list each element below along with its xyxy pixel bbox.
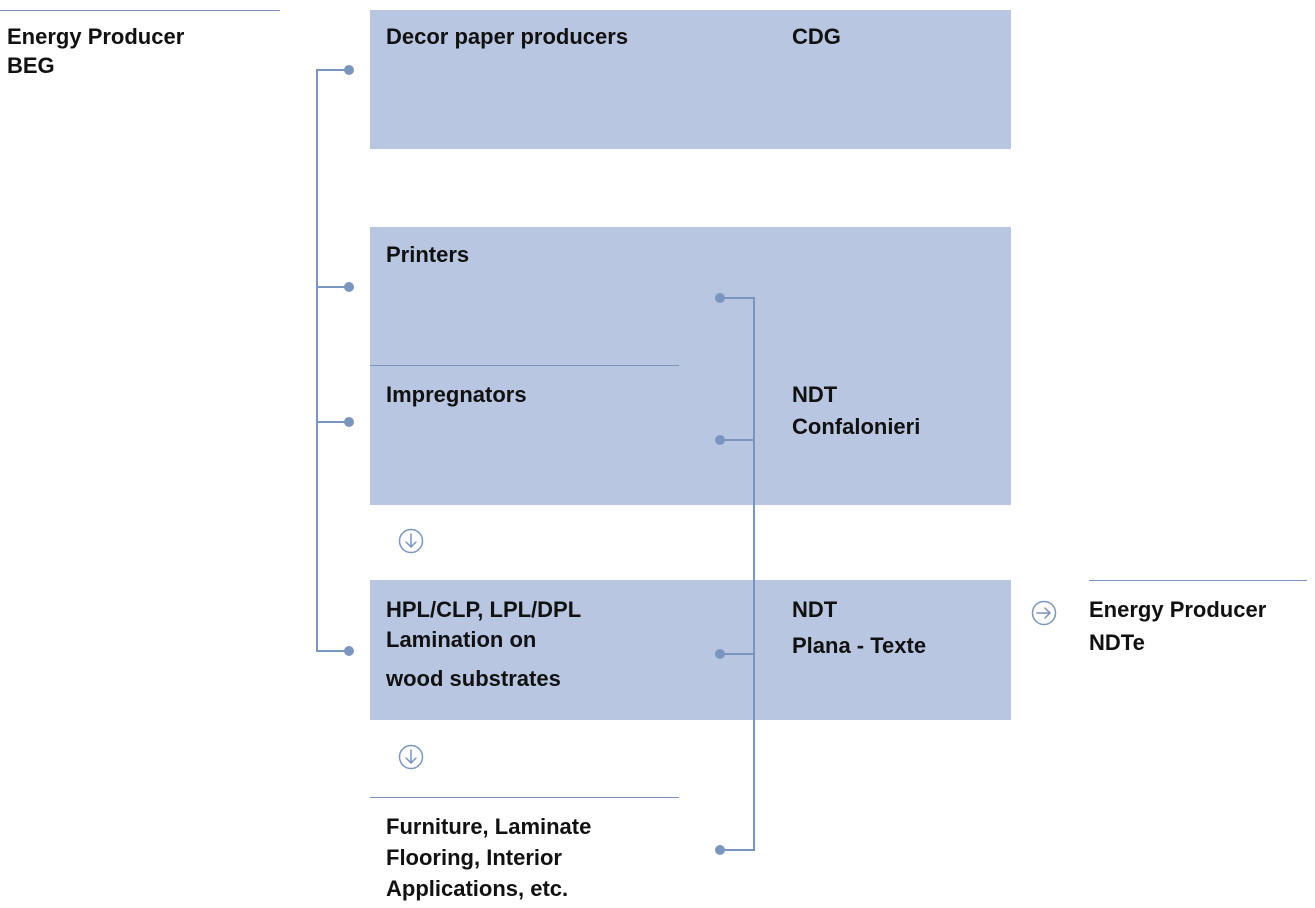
arrow-down-circle-icon (398, 744, 424, 770)
node-mid-end-use (715, 845, 725, 855)
ndt-confalonieri-line2: Confalonieri (792, 414, 921, 439)
end-use-line2: Flooring, Interior (386, 845, 562, 870)
right-top-rule (1089, 580, 1307, 581)
node-mid-lamination (715, 649, 725, 659)
right-energy-producer-title: Energy Producer (1089, 597, 1267, 622)
left-energy-producer-title: Energy Producer (7, 24, 185, 49)
hpl-line3: wood substrates (386, 666, 561, 691)
printers-impregnators-divider (370, 365, 679, 366)
ndt-confalonieri-line1: NDT (792, 382, 838, 407)
cdg-label: CDG (792, 24, 841, 49)
printers-label: Printers (386, 242, 470, 267)
hpl-line2: Lamination on (386, 627, 537, 652)
left-top-rule (0, 10, 280, 11)
left-energy-producer-name: BEG (7, 53, 55, 78)
printers-impregnators-box (370, 227, 1011, 505)
end-use-top-rule (370, 797, 679, 798)
node-mid-impregnators (715, 435, 725, 445)
left-bracket-line (316, 69, 349, 652)
node-impregnators (344, 417, 354, 427)
node-mid-printers (715, 293, 725, 303)
impregnators-label: Impregnators (386, 382, 527, 407)
arrow-down-circle-icon (398, 528, 424, 554)
right-energy-producer-name: NDTe (1089, 630, 1145, 655)
ndt-plana-line1: NDT (792, 597, 838, 622)
lamination-box (370, 580, 1011, 720)
arrow-right-circle-icon (1031, 600, 1057, 626)
ndt-plana-line2: Plana - Texte (792, 633, 927, 658)
node-lamination (344, 646, 354, 656)
end-use-line1: Furniture, Laminate (386, 814, 592, 839)
node-decor (344, 65, 354, 75)
hpl-line1: HPL/CLP, LPL/DPL (386, 597, 582, 622)
decor-paper-label: Decor paper producers (386, 24, 629, 49)
end-use-line3: Applications, etc. (386, 876, 569, 901)
node-printers (344, 282, 354, 292)
decor-paper-box (370, 10, 1011, 149)
middle-bracket-line (720, 297, 755, 851)
